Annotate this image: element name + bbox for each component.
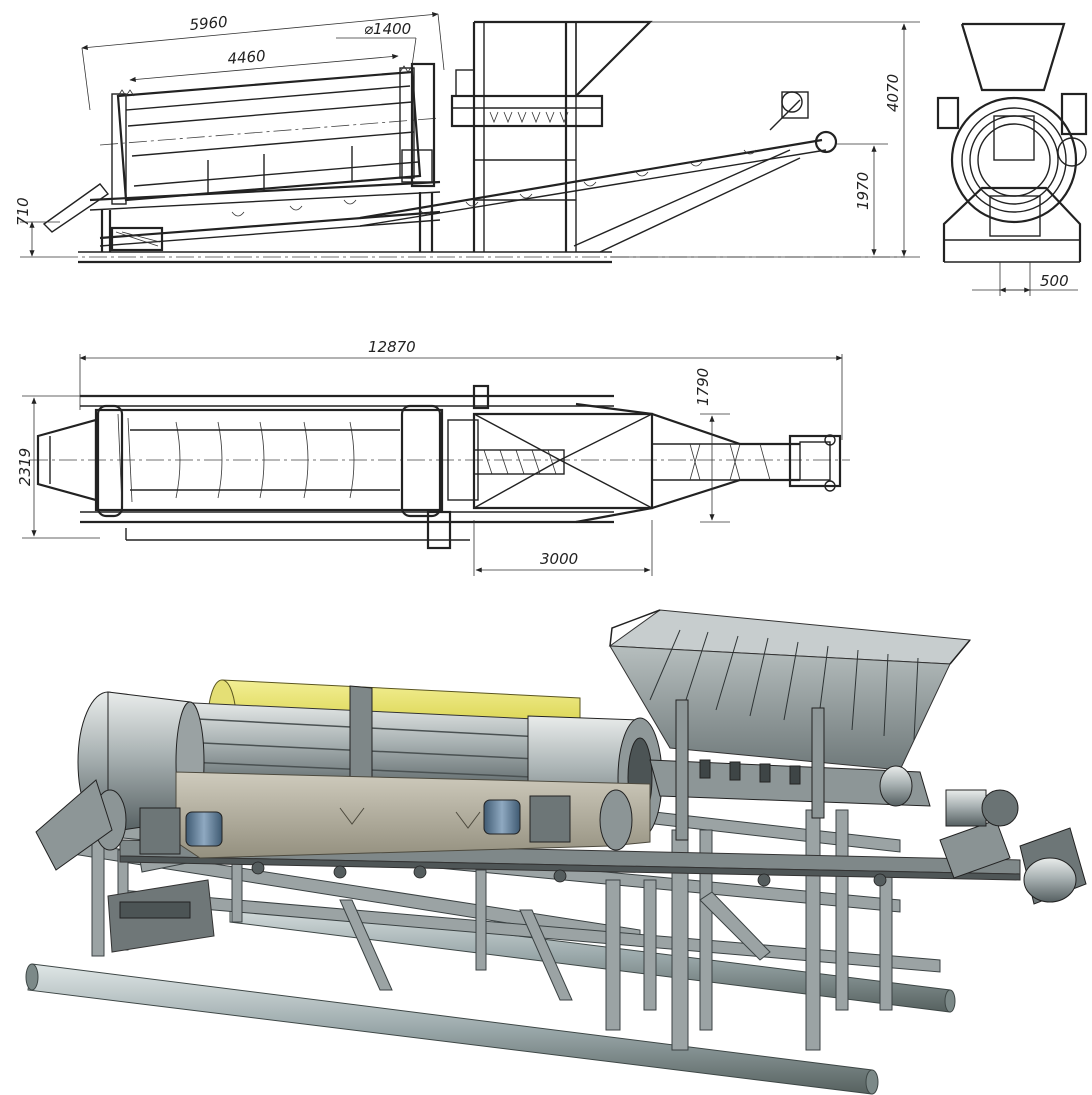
dim-3000-label: 3000 bbox=[540, 550, 578, 568]
dim-2319-label: 2319 bbox=[16, 448, 34, 486]
dim-4070-label: 4070 bbox=[884, 74, 902, 112]
plan-view-drawing: 12870 bbox=[16, 338, 850, 576]
dim-5960-label: 5960 bbox=[189, 13, 229, 34]
ground-pipes bbox=[25, 899, 956, 1095]
isometric-render bbox=[25, 609, 1087, 1095]
dim-1790-label: 1790 bbox=[694, 368, 712, 406]
trommel-drum bbox=[35, 679, 663, 871]
dim-4460-label: 4460 bbox=[227, 47, 267, 68]
dim-12870-label: 12870 bbox=[368, 338, 416, 356]
dim-710-label: 710 bbox=[14, 197, 32, 226]
dim-1970-label: 1970 bbox=[854, 172, 872, 210]
end-view-drawing: 500 bbox=[936, 22, 1088, 296]
feed-hopper bbox=[608, 609, 971, 841]
side-view-drawing: 5960 4460 ⌀1400 4070 1970 710 bbox=[14, 11, 920, 264]
dim-500-label: 500 bbox=[1040, 272, 1069, 290]
dim-diameter-label: ⌀1400 bbox=[364, 20, 411, 38]
